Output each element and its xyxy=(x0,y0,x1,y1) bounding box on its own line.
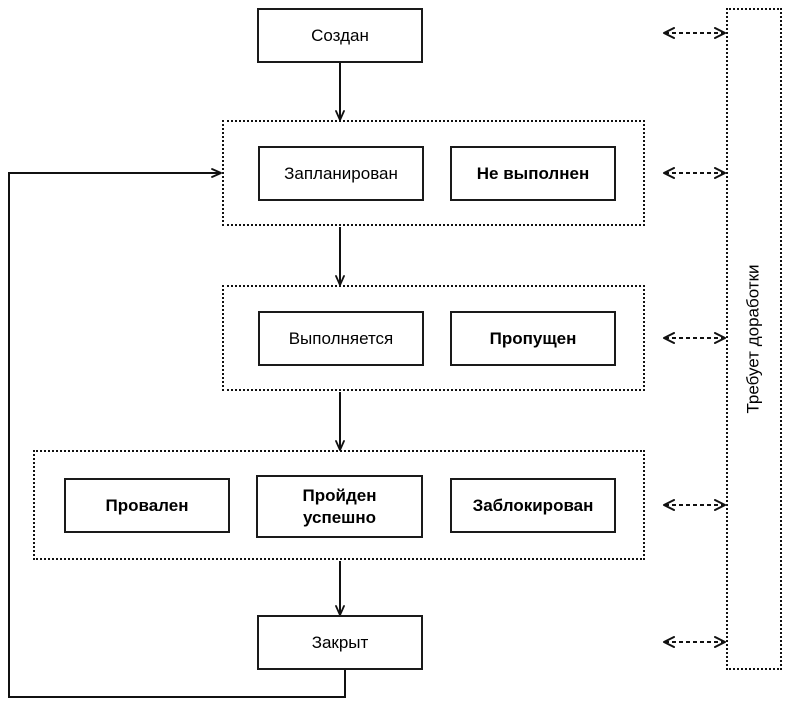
state-label-planned: Запланирован xyxy=(284,163,398,183)
group-planning xyxy=(222,120,645,226)
group-results xyxy=(33,450,645,560)
state-node-running[interactable]: Выполняется xyxy=(258,311,424,366)
state-label-skipped: Пропущен xyxy=(489,328,577,348)
state-node-planned[interactable]: Запланирован xyxy=(258,146,424,201)
group-execution xyxy=(222,285,645,391)
state-node-not-done[interactable]: Не выполнен xyxy=(450,146,616,201)
state-node-closed[interactable]: Закрыт xyxy=(257,615,423,670)
state-node-created[interactable]: Создан xyxy=(257,8,423,63)
state-label-not-done: Не выполнен xyxy=(476,163,590,183)
state-node-failed[interactable]: Провален xyxy=(64,478,230,533)
rework-panel[interactable]: Требует доработки xyxy=(726,8,782,670)
state-node-passed[interactable]: Пройден успешно xyxy=(256,475,423,538)
state-label-passed: Пройден успешно xyxy=(302,486,377,527)
rework-panel-label: Требует доработки xyxy=(744,264,764,414)
state-label-created: Создан xyxy=(311,25,369,45)
state-label-blocked: Заблокирован xyxy=(472,495,594,515)
state-label-closed: Закрыт xyxy=(311,632,369,652)
state-node-skipped[interactable]: Пропущен xyxy=(450,311,616,366)
state-label-running: Выполняется xyxy=(288,328,394,348)
state-node-blocked[interactable]: Заблокирован xyxy=(450,478,616,533)
state-label-failed: Провален xyxy=(105,495,189,515)
